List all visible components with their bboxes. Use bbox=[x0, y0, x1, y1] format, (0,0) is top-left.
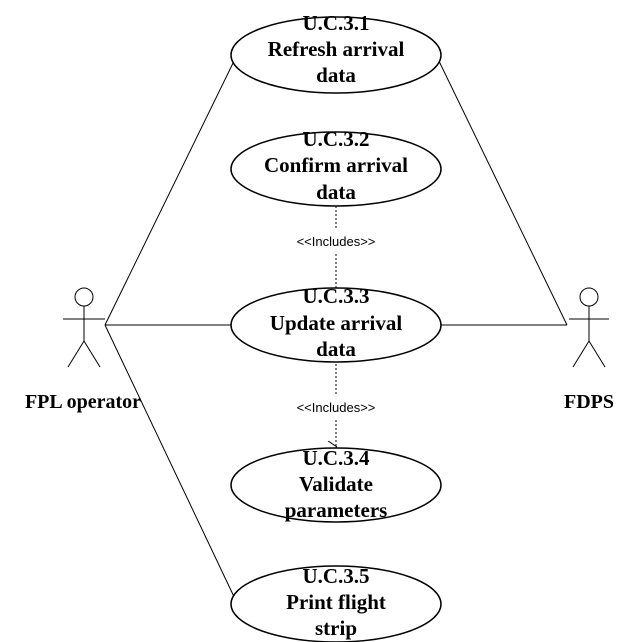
use-case-uc34[interactable]: U.C.3.4 Validate parameters bbox=[230, 446, 442, 523]
actor-stick-figure-icon bbox=[63, 287, 105, 368]
use-case-uc32-line1: Confirm arrival bbox=[264, 153, 408, 177]
include-label-upper: <<Includes>> bbox=[297, 234, 376, 249]
actor-fpl-operator[interactable]: FPL operator bbox=[25, 287, 141, 413]
use-case-uc35[interactable]: U.C.3.5 Print flight strip bbox=[230, 564, 442, 642]
actor-fdps-label: FDPS bbox=[564, 391, 614, 413]
use-case-uc35-id: U.C.3.5 bbox=[302, 564, 369, 588]
use-case-uc34-id: U.C.3.4 bbox=[302, 446, 370, 470]
association-fdps-uc31 bbox=[436, 56, 568, 326]
association-fpl-uc31 bbox=[104, 56, 237, 326]
actor-fdps[interactable]: FDPS bbox=[564, 287, 614, 413]
use-case-uc31[interactable]: U.C.3.1 Refresh arrival data bbox=[230, 11, 442, 94]
use-case-uc32-id: U.C.3.2 bbox=[302, 127, 369, 151]
actor-fpl-operator-label: FPL operator bbox=[25, 391, 141, 413]
use-case-uc34-line2: parameters bbox=[285, 498, 388, 522]
use-case-uc32[interactable]: U.C.3.2 Confirm arrival data bbox=[230, 127, 442, 207]
association-fpl-uc35 bbox=[104, 324, 238, 604]
use-case-uc35-line1: Print flight bbox=[286, 590, 386, 614]
use-case-uc33[interactable]: U.C.3.3 Update arrival data bbox=[230, 284, 442, 363]
actor-stick-figure-icon bbox=[569, 287, 609, 368]
use-case-uc34-line1: Validate bbox=[299, 472, 373, 496]
use-case-uc32-line2: data bbox=[316, 180, 356, 204]
use-case-uc31-line1: Refresh arrival bbox=[268, 37, 405, 61]
use-case-uc31-id: U.C.3.1 bbox=[302, 11, 369, 35]
use-case-uc31-line2: data bbox=[316, 63, 356, 87]
use-case-uc33-id: U.C.3.3 bbox=[302, 284, 369, 308]
use-case-uc35-line2: strip bbox=[315, 616, 357, 640]
include-label-lower: <<Includes>> bbox=[297, 400, 376, 415]
use-case-uc33-line2: data bbox=[316, 337, 356, 361]
use-case-uc33-line1: Update arrival bbox=[270, 311, 403, 335]
